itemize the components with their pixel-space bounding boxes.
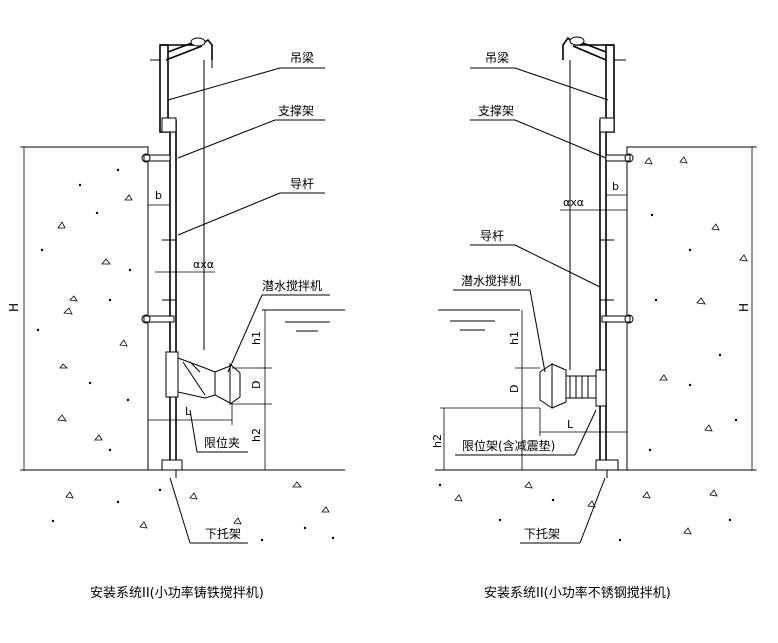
right-dims-vertical: h1 D h2 bbox=[431, 310, 540, 470]
right-caption: 安装系统II(小功率不锈钢搅拌机) bbox=[484, 585, 671, 601]
left-water-line bbox=[262, 309, 345, 332]
left-label-beam: 吊梁 bbox=[290, 50, 314, 65]
left-dim-h1-label: h1 bbox=[250, 331, 263, 345]
left-caption: 安装系统II(小功率铸铁搅拌机) bbox=[90, 585, 264, 601]
left-dim-b: b bbox=[147, 189, 171, 210]
right-ground-texture bbox=[438, 481, 732, 542]
left-dim-axa-label: αxα bbox=[193, 258, 214, 271]
right-label-stop: 限位架(含减震垫) bbox=[462, 438, 555, 453]
right-concrete-wall bbox=[435, 146, 755, 478]
left-ground-texture bbox=[51, 481, 335, 542]
left-guide-rod bbox=[141, 117, 183, 471]
right-label-bracket: 下托架 bbox=[524, 527, 560, 541]
left-dim-b-label: b bbox=[155, 189, 162, 202]
left-label-mixer: 潜水搅拌机 bbox=[262, 278, 322, 293]
left-wall-texture bbox=[36, 168, 133, 452]
right-dim-b: b bbox=[605, 180, 628, 200]
left-dim-D-label: D bbox=[250, 381, 263, 389]
right-dim-H: H bbox=[737, 146, 757, 471]
right-dim-D-label: D bbox=[508, 385, 521, 393]
right-dim-axa: αxα bbox=[560, 196, 627, 211]
right-label-mixer: 潜水搅拌机 bbox=[461, 273, 521, 288]
left-installation-diagram: H bbox=[7, 37, 345, 601]
right-label-beam: 吊梁 bbox=[485, 50, 509, 65]
right-installation-diagram: H b bbox=[431, 36, 757, 601]
left-label-stop: 限位夹 bbox=[204, 435, 240, 450]
left-dim-L: L bbox=[148, 404, 233, 425]
left-dims-vertical: h1 D h2 bbox=[232, 310, 272, 470]
left-leaders: 吊梁 支撑架 导杆 潜水搅拌机 限位夹 下托架 bbox=[167, 50, 330, 544]
right-guide-rod bbox=[595, 117, 634, 471]
right-dim-L: L bbox=[539, 408, 627, 436]
right-water-line bbox=[438, 309, 520, 331]
left-label-bracket: 下托架 bbox=[205, 527, 241, 541]
right-mixer bbox=[539, 363, 607, 409]
right-label-guide: 导杆 bbox=[480, 229, 504, 243]
right-dim-L-label: L bbox=[567, 418, 574, 431]
right-dim-h2-label: h2 bbox=[431, 434, 444, 448]
right-dim-b-label: b bbox=[612, 180, 619, 193]
right-dim-H-label: H bbox=[737, 303, 751, 312]
left-concrete-wall bbox=[22, 146, 345, 478]
left-label-support: 支撑架 bbox=[278, 103, 314, 118]
left-dim-L-label: L bbox=[185, 405, 192, 418]
left-mixer bbox=[165, 351, 241, 405]
right-wall-texture bbox=[644, 156, 748, 452]
left-dim-axa: αxα bbox=[155, 258, 215, 273]
left-label-guide: 导杆 bbox=[290, 177, 314, 191]
right-label-support: 支撑架 bbox=[478, 103, 514, 118]
right-leaders: 吊梁 支撑架 导杆 潜水搅拌机 限位架(含减震垫) 下托架 bbox=[453, 50, 609, 544]
left-dim-h2-label: h2 bbox=[250, 428, 263, 442]
left-dim-H: H bbox=[7, 146, 30, 471]
right-dim-h1-label: h1 bbox=[508, 331, 521, 345]
right-dim-axa-label: αxα bbox=[563, 196, 584, 209]
right-crane-beam bbox=[562, 36, 626, 370]
left-dim-H-label: H bbox=[7, 303, 21, 312]
